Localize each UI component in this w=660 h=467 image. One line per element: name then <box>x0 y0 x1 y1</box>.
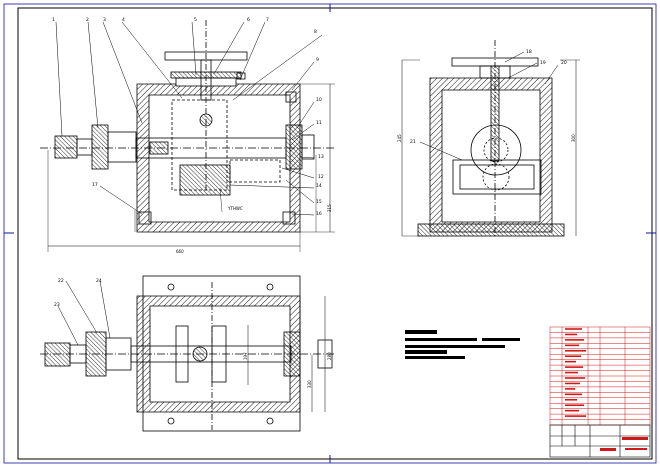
top-view <box>40 275 335 432</box>
parts-row-text <box>565 388 575 390</box>
label-18: 18 <box>526 49 532 55</box>
label-11: 11 <box>316 120 322 126</box>
label-24: 24 <box>96 278 102 284</box>
side-view <box>401 40 580 238</box>
parts-row-text <box>565 393 582 396</box>
dim-top-height: 280 <box>327 352 332 360</box>
label-15: 15 <box>316 199 322 205</box>
label-14: 14 <box>316 183 322 189</box>
front-leaders <box>55 21 323 216</box>
sheet-border <box>3 3 657 464</box>
label-1: 1 <box>52 17 55 23</box>
parts-row-text <box>565 339 584 341</box>
top-labels: 22 24 23 280 197 330 <box>54 278 332 388</box>
front-view <box>40 20 335 252</box>
side-leaders <box>419 51 559 161</box>
parts-list-table <box>549 326 651 426</box>
label-13: 13 <box>318 154 324 160</box>
parts-row-text <box>565 360 576 363</box>
dim-side-height: 300 <box>571 134 576 142</box>
label-12: 12 <box>318 174 324 180</box>
label-6: 6 <box>247 17 250 23</box>
label-21: 21 <box>410 139 416 145</box>
label-16: 16 <box>316 211 322 217</box>
label-7: 7 <box>266 17 269 23</box>
dim-top-side: 330 <box>307 380 312 388</box>
label-4: 4 <box>122 17 125 23</box>
side-labels: 18 19 20 21 245 300 <box>397 49 576 145</box>
label-3: 3 <box>103 17 106 23</box>
technical-requirements <box>405 330 520 359</box>
label-5: 5 <box>194 17 197 23</box>
parts-row-text <box>565 398 577 401</box>
parts-row-text <box>565 344 579 347</box>
top-leaders <box>57 280 111 346</box>
spec-text: YTHWC <box>227 206 243 211</box>
parts-row-text <box>565 349 586 352</box>
label-17: 17 <box>92 182 98 188</box>
label-19: 19 <box>540 60 546 66</box>
label-2: 2 <box>86 17 89 23</box>
parts-row-text <box>565 371 578 374</box>
label-9: 9 <box>316 57 319 63</box>
front-labels: 1 2 3 4 5 6 7 8 9 10 11 12 13 14 15 16 1… <box>52 17 332 254</box>
parts-row-text <box>565 328 582 330</box>
parts-row-text <box>565 415 586 417</box>
label-23: 23 <box>54 302 60 308</box>
label-20: 20 <box>561 60 567 66</box>
parts-row-text <box>565 355 581 358</box>
label-10: 10 <box>316 97 322 103</box>
title-block <box>549 424 651 458</box>
parts-row-text <box>565 333 577 336</box>
label-22: 22 <box>58 278 64 284</box>
parts-row-text <box>565 409 579 412</box>
dim-overall-width: 660 <box>176 249 184 254</box>
parts-row-text <box>565 377 585 379</box>
parts-row-text <box>565 404 584 407</box>
dim-top-inner: 197 <box>243 352 248 360</box>
parts-row-text <box>565 382 580 385</box>
dim-front-height: 315 <box>327 204 332 212</box>
dim-side-left: 245 <box>397 134 402 142</box>
parts-row-text <box>565 366 583 368</box>
label-8: 8 <box>314 29 317 35</box>
